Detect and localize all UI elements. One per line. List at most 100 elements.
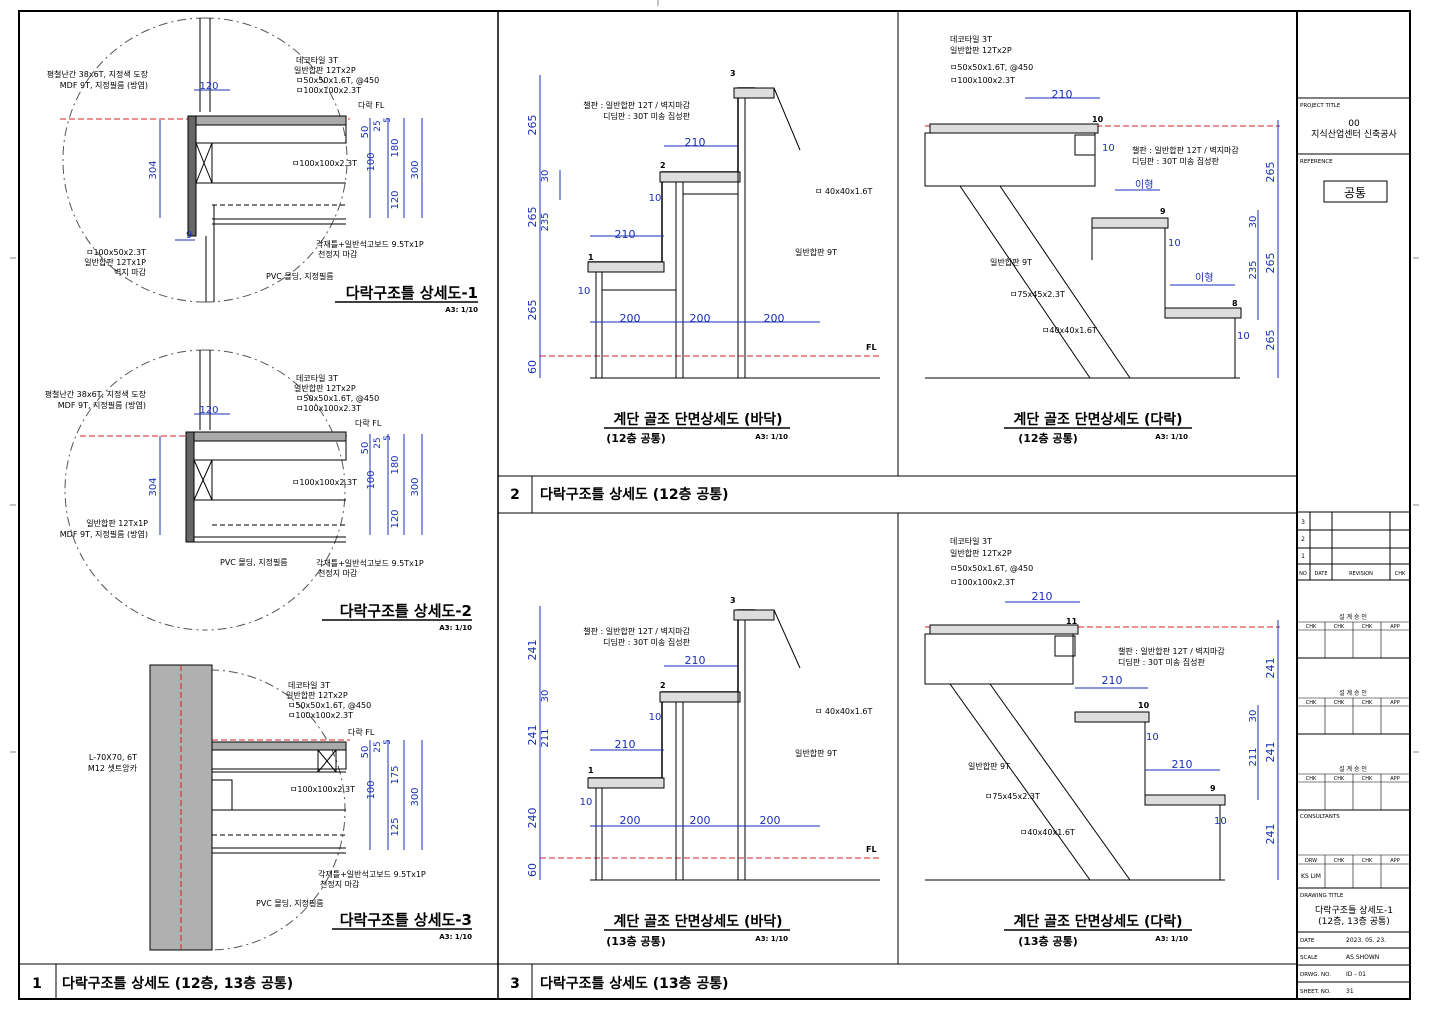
d2-label-gypsum: 각재틀+일반석고보드 9.5Tx1P — [316, 558, 424, 568]
dwg-value: ID - 01 — [1346, 971, 1366, 978]
sf12-title: 계단 골조 단면상세도 (바닥) — [613, 411, 782, 428]
approval-1-h2: CHK — [1362, 624, 1373, 630]
sf12-dim-v0: 265 — [526, 115, 539, 136]
drw-header-0: DRW — [1305, 858, 1317, 864]
sf12-dim-h1: 210 — [685, 136, 706, 149]
sheet-label: SHEET. NO. — [1300, 989, 1331, 995]
d3-label-ceiling: 천정지 마감 — [320, 879, 360, 889]
d2-dim-5: 5 — [383, 435, 393, 441]
d2-label-deco: 데코타일 3T — [296, 374, 338, 383]
sf12-dim-s0: 10 — [578, 286, 591, 297]
d1-label-pipe100-b: ㅁ100x100x2.3T — [292, 159, 357, 168]
d2-label-mdf: MDF 9T, 지정필름 (방염) — [58, 400, 146, 410]
sf12-dim-s1: 10 — [649, 193, 662, 204]
sf13-label-plywood: 일반합판 9T — [795, 749, 837, 758]
d3-label-pipe50: ㅁ50x50x1.6T, @450 — [288, 701, 371, 710]
project-title-label: PROJECT TITLE — [1300, 103, 1341, 109]
d2-dim-180: 180 — [390, 455, 401, 474]
sf12-step-2: 2 — [660, 161, 666, 170]
sl12-step-9: 9 — [1160, 207, 1166, 216]
sl13-step-9: 9 — [1210, 784, 1216, 793]
detail-2 — [64, 349, 423, 631]
sl12-dim-s2: 10 — [1237, 331, 1250, 342]
sl12-dim-v1: 30 — [1248, 216, 1259, 229]
sl13-dim-v4: 241 — [1264, 824, 1277, 845]
sl13-dim-v2: 211 — [1248, 747, 1259, 766]
sheet-frame — [18, 10, 1411, 1000]
drw-header-2: CHK — [1362, 858, 1373, 864]
sf12-label-riser: 챌판 : 일반합판 12T / 벽지마감 — [583, 100, 690, 110]
sl13-dim-v0: 241 — [1264, 658, 1277, 679]
sl13-label-pipe50: ㅁ50x50x1.6T, @450 — [950, 564, 1033, 573]
edge-ticks — [10, 0, 1419, 753]
sl12-dim-v4: 265 — [1264, 330, 1277, 351]
approval-title-3: 설 계 승 인 — [1339, 765, 1367, 773]
stair-floor-12 — [539, 75, 880, 379]
approval-2-h0: CHK — [1306, 700, 1317, 706]
sl12-dim-v0: 265 — [1264, 162, 1277, 183]
sl13-scale: A3: 1/10 — [1155, 935, 1188, 943]
d1-dim-100: 100 — [366, 152, 377, 171]
detail-1 — [60, 17, 423, 303]
sl13-dim-v3: 241 — [1264, 742, 1277, 763]
sf12-dim-v2: 235 — [540, 212, 551, 231]
d1-label-plywood-1p: 일반합판 12Tx1P — [84, 258, 146, 267]
d2-label-pipe100: ㅁ100x100x2.3T — [296, 404, 361, 413]
approval-3-h0: CHK — [1306, 776, 1317, 782]
d3-label-pipe100-b: ㅁ100x100x2.3T — [290, 785, 355, 794]
d1-dim-120: 120 — [390, 190, 401, 209]
sl12-label-pipe75: ㅁ75x45x2.3T — [1010, 290, 1065, 299]
d3-title: 다락구조틀 상세도-3 — [340, 911, 472, 929]
sl12-step-10: 10 — [1092, 115, 1104, 124]
sf12-dim-v1: 30 — [540, 170, 551, 183]
d1-dim-height: 304 — [148, 160, 159, 179]
sf13-label-tread: 디딤판 : 30T 미송 집성판 — [603, 637, 690, 647]
d3-dim-175: 175 — [390, 765, 401, 784]
stair-floor-13 — [539, 606, 880, 881]
sl13-step-11: 11 — [1066, 617, 1078, 626]
drawing-title-label: DRAWING TITLE — [1300, 893, 1344, 899]
drawing-title-1: 다락구조틀 상세도-1 — [1315, 904, 1393, 916]
revision-header-date: DATE — [1314, 571, 1327, 577]
d3-label-pipe100: ㅁ100x100x2.3T — [288, 711, 353, 720]
sf12-dim-h2: 200 — [620, 312, 641, 325]
section-1-number: 1 — [32, 976, 42, 992]
d1-dim-5: 5 — [383, 117, 393, 123]
section-2-title: 다락구조틀 상세도 (12층 공통) — [540, 487, 729, 503]
sf13-dim-v0: 241 — [526, 640, 539, 661]
sl12-title: 계단 골조 단면상세도 (다락) — [1013, 411, 1182, 428]
revision-row-2: 2 — [1301, 536, 1305, 543]
revision-row-3: 3 — [1301, 519, 1305, 526]
sl12-dim-v3: 265 — [1264, 253, 1277, 274]
sf13-dim-h4: 200 — [760, 814, 781, 827]
sl13-label-riser: 챌판 : 일반합판 12T / 벽지마감 — [1118, 646, 1225, 656]
sf13-fl: FL — [866, 845, 877, 854]
approval-title-2: 설 계 승 인 — [1339, 689, 1367, 697]
detail-3 — [149, 664, 423, 951]
d3-dim-100: 100 — [366, 780, 377, 799]
sl12-dim-v2: 235 — [1248, 260, 1259, 279]
sf12-dim-h3: 200 — [690, 312, 711, 325]
sf13-dim-v3: 241 — [526, 725, 539, 746]
scale-value: AS SHOWN — [1346, 954, 1379, 961]
approval-3-h3: APP — [1390, 776, 1399, 782]
sf13-dim-v5: 60 — [526, 863, 539, 877]
d2-dim-50: 50 — [360, 442, 371, 455]
sf12-dim-v3: 265 — [526, 207, 539, 228]
scale-label: SCALE — [1300, 955, 1318, 961]
approval-3-h1: CHK — [1334, 776, 1345, 782]
sl13-dim-s1: 10 — [1214, 816, 1227, 827]
d1-fl-label: 다락 FL — [358, 100, 385, 110]
sf13-dim-h3: 200 — [690, 814, 711, 827]
d2-dim-100: 100 — [366, 470, 377, 489]
d1-label-gypsum: 각재틀+일반석고보드 9.5Tx1P — [316, 239, 424, 249]
consultants-label: CONSULTANTS — [1300, 814, 1340, 820]
sf12-dim-h0: 210 — [615, 228, 636, 241]
sf13-title: 계단 골조 단면상세도 (바닥) — [613, 913, 782, 930]
d3-fl-label: 다락 FL — [348, 727, 375, 737]
sheet-value: 31 — [1346, 988, 1354, 995]
d1-dim-gap: 9 — [186, 230, 192, 241]
d3-dim-50: 50 — [360, 746, 371, 759]
d2-label-plywood-1p: 일반합판 12Tx1P — [86, 519, 148, 528]
d2-title: 다락구조틀 상세도-2 — [340, 602, 472, 620]
